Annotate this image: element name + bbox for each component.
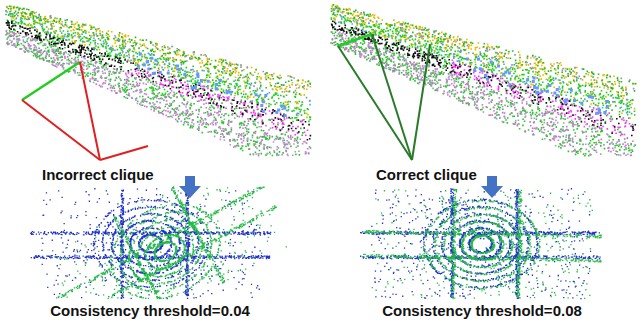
leader-line bbox=[338, 46, 412, 160]
down-arrow bbox=[179, 176, 201, 198]
leader-line bbox=[22, 100, 100, 160]
clique-label: Incorrect clique bbox=[40, 166, 156, 184]
clique-edge bbox=[338, 34, 372, 46]
threshold-caption: Consistency threshold=0.04 bbox=[48, 302, 252, 320]
point-set bbox=[8, 4, 637, 97]
leader-line bbox=[100, 146, 148, 160]
point-set bbox=[6, 11, 632, 116]
point-set bbox=[6, 30, 635, 157]
leader-line bbox=[412, 44, 430, 160]
point-set bbox=[5, 7, 634, 99]
clique-lines bbox=[22, 34, 430, 160]
clique-label: Correct clique bbox=[374, 166, 479, 184]
clique-edge bbox=[22, 62, 80, 100]
point-clouds bbox=[5, 4, 636, 299]
threshold-caption: Consistency threshold=0.08 bbox=[380, 302, 584, 320]
point-set bbox=[6, 29, 634, 157]
down-arrow bbox=[481, 176, 503, 198]
leader-line bbox=[372, 34, 412, 160]
point-set bbox=[137, 53, 609, 117]
point-set bbox=[6, 20, 637, 140]
point-set bbox=[52, 186, 602, 299]
leader-line bbox=[80, 62, 100, 160]
point-set bbox=[5, 4, 635, 119]
